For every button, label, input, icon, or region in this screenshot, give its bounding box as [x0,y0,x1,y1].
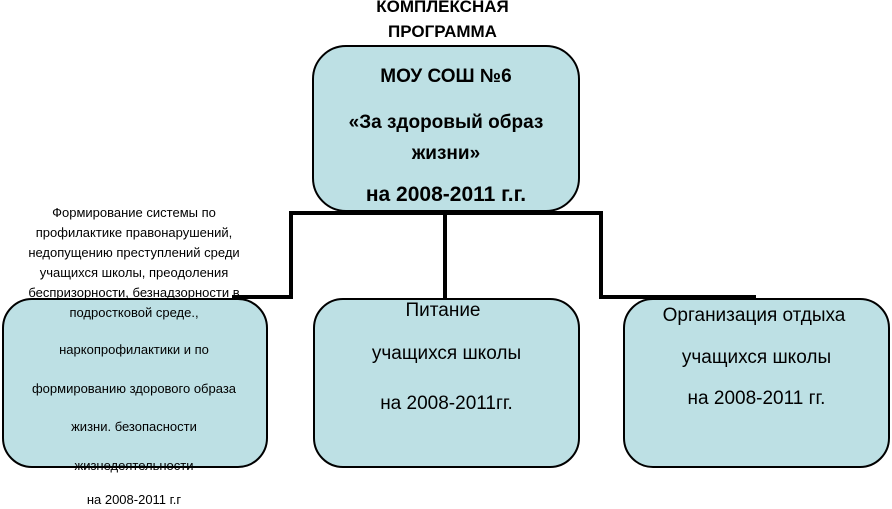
recreation-box [623,298,890,468]
main-box-name-line-1: «За здоровый образ [348,112,544,133]
connector-right-vertical [599,211,603,299]
left-text-line-4: учащихся школы, преодоления [39,265,229,280]
left-text-line-3: недопущению преступлений среди [28,245,240,260]
left-text-line-11: на 2008-2011 г.г [86,492,182,507]
right-text-line-2: учащихся школы [681,347,832,368]
nutrition-box [313,298,580,468]
connector-left-stub [232,295,293,299]
middle-text-line-3: на 2008-2011гг. [380,393,513,414]
connector-right-stub [599,295,756,299]
left-text-line-6: подростковой среде., [69,305,199,320]
main-program-box [312,45,580,212]
title-line-1: КОМПЛЕКСНАЯ [376,0,509,16]
left-text-line-1: Формирование системы по [52,205,216,220]
left-text-line-10: жизнедеятельности [74,458,194,473]
main-box-name-line-2: жизни» [411,143,481,164]
main-box-period: на 2008-2011 г.г. [365,183,527,206]
diagram-title: КОМПЛЕКСНАЯ ПРОГРАММА [330,0,555,44]
middle-text-line-2: учащихся школы [371,343,522,364]
connector-left-vertical [289,211,293,299]
title-line-2: ПРОГРАММА [388,22,497,41]
connector-middle-vertical [443,211,447,299]
main-box-school: МОУ СОШ №6 [380,66,512,87]
left-text-line-2: профилактике правонарушений, [35,225,233,240]
left-text-line-5: беспризорности, безнадзорности в [28,285,240,300]
right-text-line-1: Организация отдыха [662,305,846,326]
left-text-line-7: наркопрофилактики и по [59,342,209,357]
right-text-line-3: на 2008-2011 гг. [687,388,826,409]
left-text-line-8: формированию здорового образа [31,381,237,396]
left-text-line-9: жизни. безопасности [71,419,197,434]
prevention-box [2,298,268,468]
middle-text-line-1: Питание [405,300,481,321]
